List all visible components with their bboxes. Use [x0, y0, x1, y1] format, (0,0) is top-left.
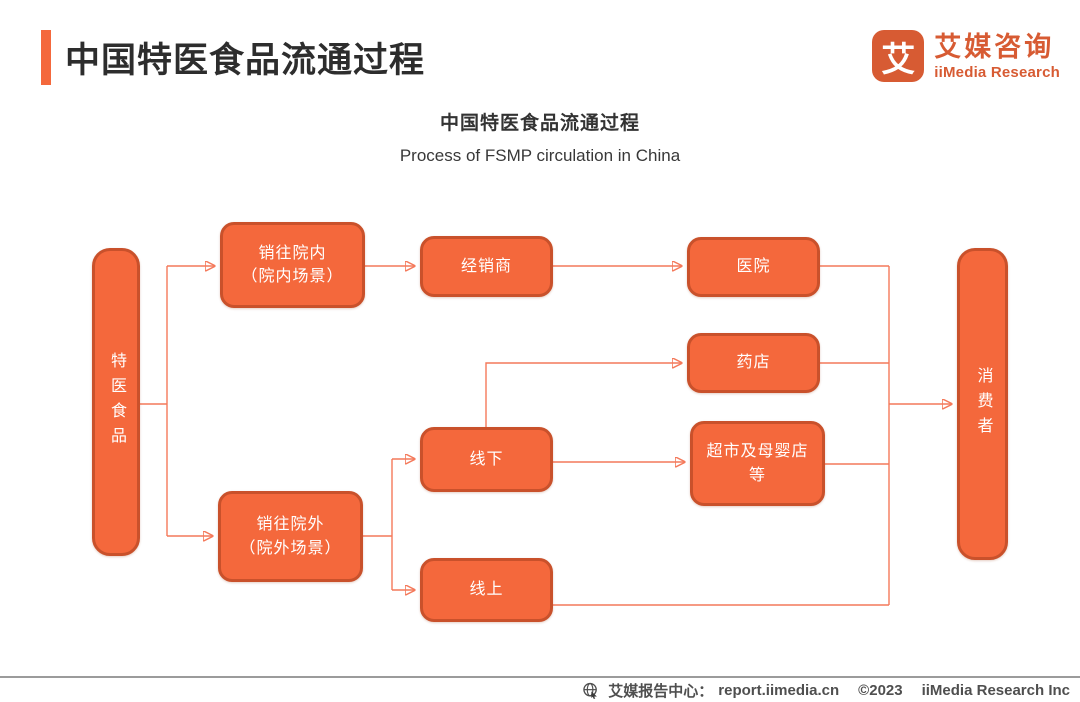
node-label: 经销商 — [460, 257, 512, 275]
logo-name-en: iiMedia Research — [934, 64, 1060, 82]
node-label: 销往院外 （院外场景） — [239, 516, 342, 557]
footer: 艾媒报告中心： report.iimedia.cn ©2023 iiMedia … — [582, 680, 1070, 701]
node-online: 线上 — [420, 558, 553, 622]
node-consumer: 消费者 — [957, 248, 1008, 560]
node-label: 消费者 — [974, 366, 992, 442]
node-distributor: 经销商 — [420, 236, 553, 297]
node-supermarket: 超市及母婴店 等 — [690, 421, 825, 506]
node-label: 超市及母婴店 等 — [706, 443, 809, 484]
logo-name-zh: 艾媒咨询 — [934, 32, 1055, 62]
globe-cursor-icon — [582, 682, 599, 699]
title-accent-bar — [41, 30, 51, 85]
node-fsmp-source: 特医食品 — [92, 248, 140, 556]
footer-center-label: 艾媒报告中心： — [608, 683, 714, 700]
page-title: 中国特医食品流通过程 — [65, 41, 426, 80]
node-offline: 线下 — [420, 427, 553, 492]
edge-offline-to-pharmacy — [485, 363, 681, 427]
node-label: 药店 — [736, 354, 771, 372]
chart-title-en: Process of FSMP circulation in China — [399, 146, 681, 165]
logo-text: 艾媒咨询 iiMedia Research — [934, 30, 1060, 82]
node-label: 线上 — [469, 581, 504, 599]
footer-url: report.iimedia.cn — [718, 682, 840, 699]
node-label: 销往院内 （院内场景） — [241, 244, 344, 285]
footer-copyright: ©2023 — [858, 682, 903, 699]
node-label: 医院 — [736, 258, 771, 276]
node-pharmacy: 药店 — [687, 333, 820, 393]
node-sell-out-hospital: 销往院外 （院外场景） — [218, 491, 363, 582]
iimedia-logo-icon: 艾 — [872, 30, 925, 82]
iimedia-logo: 艾 艾媒咨询 iiMedia Research — [872, 30, 1060, 82]
node-sell-in-hospital: 销往院内 （院内场景） — [220, 222, 365, 308]
footer-company: iiMedia Research Inc — [921, 682, 1070, 699]
node-hospital: 医院 — [687, 237, 820, 297]
chart-title-zh: 中国特医食品流通过程 — [439, 113, 640, 134]
footer-divider — [0, 676, 1080, 678]
node-label: 线下 — [469, 450, 504, 468]
node-label: 特医食品 — [108, 352, 125, 452]
